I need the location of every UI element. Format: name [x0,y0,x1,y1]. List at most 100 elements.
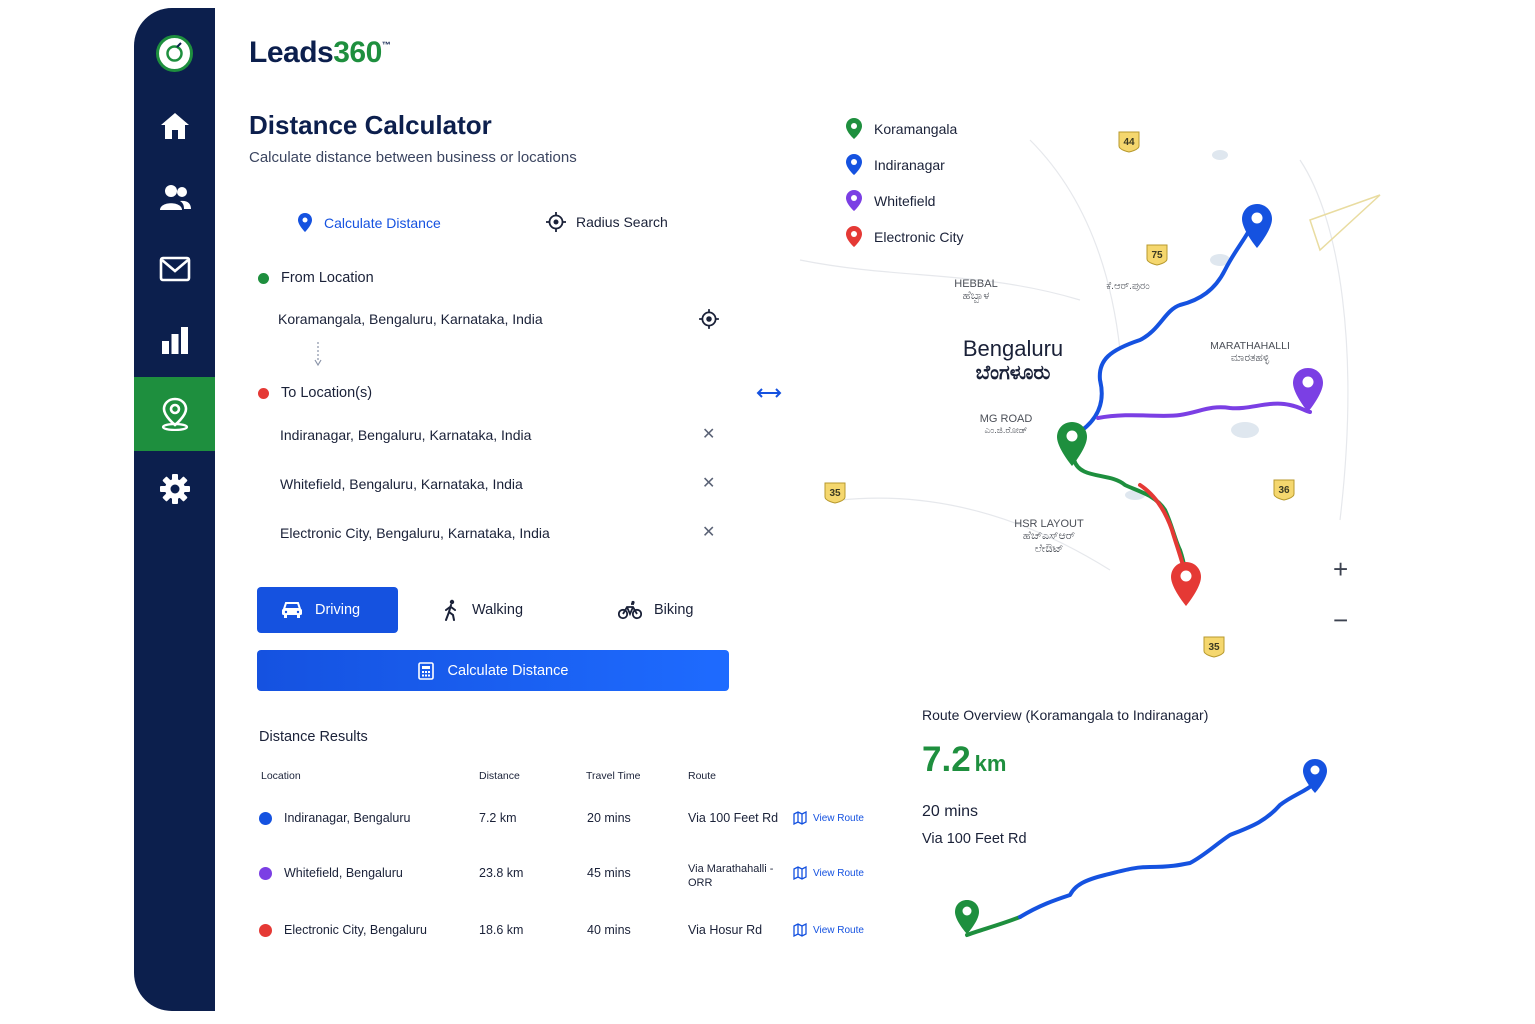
red-dot-icon [258,387,269,399]
home-icon [160,113,189,139]
tab-calculate-label: Calculate Distance [324,215,441,231]
hsr-kn2: ಲೇಔಟ್ [1034,543,1064,555]
remove-location-1-close-icon[interactable]: ✕ [702,426,716,443]
mode-biking-label: Biking [654,602,694,618]
row-route: Via 100 Feet Rd [688,811,779,825]
to-location-input-2[interactable]: Whitefield, Bengaluru, Karnataka, India [280,476,523,492]
shield-35s-label: 35 [1208,642,1220,653]
app-logo[interactable] [156,35,193,72]
route-overview-via: Via 100 Feet Rd [922,831,1027,847]
pin-koramangala-icon[interactable] [1057,422,1087,466]
mode-driving-button[interactable]: Driving [257,587,398,633]
bar-chart-icon [161,327,188,354]
city-kn: ಬೆಂಗಳೂರು [975,362,1051,384]
crosshair-icon [546,212,566,232]
to-location-input-3[interactable]: Electronic City, Bengaluru, Karnataka, I… [280,525,550,541]
yellow-road [1309,194,1381,252]
from-location-input[interactable]: Koramangala, Bengaluru, Karnataka, India [278,311,543,327]
map-label-mg-road: MG ROAD ಎಂ.ಜಿ.ರೋಡ್ [972,413,1040,436]
sidebar-item-home[interactable] [134,89,215,163]
brand-logo-text: Leads360™ [249,36,391,70]
legend-item-whitefield: Whitefield [846,190,935,212]
legend-label: Electronic City [874,229,964,245]
to-location-input-1[interactable]: Indiranagar, Bengaluru, Karnataka, India [280,427,532,443]
map-label-hsr-layout: HSR LAYOUT ಹೆಚ್‌ಎಸ್‌ಆರ್ ಲೇಔಟ್ [1003,518,1095,556]
highway-shield-75: 75 [1146,244,1168,266]
city-en: Bengaluru [962,336,1064,361]
legend-item-indiranagar: Indiranagar [846,154,945,176]
tab-radius-label: Radius Search [576,214,668,230]
remove-location-2-close-icon[interactable]: ✕ [702,475,716,492]
sidebar-item-mail[interactable] [134,232,215,306]
pin-electronic-city-icon[interactable] [1171,562,1201,606]
sidebar [134,8,215,1011]
sidebar-item-location[interactable] [134,377,215,451]
calculator-icon [417,661,434,680]
pin-indiranagar-icon[interactable] [1242,204,1272,248]
map-city-label: Bengaluru ಬೆಂಗಳೂರು [943,336,1083,385]
location-pin-icon [161,397,188,431]
bicycle-icon [618,600,642,620]
calculate-button-label: Calculate Distance [447,662,569,679]
locate-me-icon[interactable] [698,308,720,330]
shield-44-label: 44 [1123,137,1135,148]
col-header-location: Location [261,770,301,782]
remove-location-3-close-icon[interactable]: ✕ [702,524,716,541]
brand-tm: ™ [381,40,391,50]
row-route: Via Marathahalli - ORR [688,863,774,889]
blue-dot-icon [259,812,272,825]
col-header-distance: Distance [479,770,520,782]
from-location-label: From Location [258,270,374,286]
legend-label: Indiranagar [874,157,945,173]
route-overview-time: 20 mins [922,803,979,820]
view-route-link[interactable]: View Route [793,811,864,825]
green-dot-icon [258,272,269,284]
mode-walking-button[interactable]: Walking [442,587,523,633]
route-end-pin-icon [1303,759,1327,793]
legend-label: Whitefield [874,193,936,209]
legend-item-electronic-city: Electronic City [846,226,963,248]
pin-whitefield-icon[interactable] [1293,368,1323,412]
logo-icon [166,42,183,62]
brand-name-a: Leads [249,36,334,69]
brand-name-b: 360 [333,36,382,69]
route-distance-unit: km [974,751,1007,776]
view-route-link[interactable]: View Route [793,923,864,937]
map-canvas[interactable]: 44 75 35 36 35 [780,100,1390,670]
route-line-whitefield [1096,401,1312,420]
highway-shield-36: 36 [1273,479,1295,501]
view-route-label: View Route [813,812,864,824]
view-route-link[interactable]: View Route [793,866,864,880]
zoom-out-button[interactable]: − [1333,605,1349,635]
pin-green-icon [846,118,862,139]
row-time: 45 mins [587,866,631,880]
gear-icon [159,474,190,504]
map-icon [793,811,807,825]
sidebar-item-settings[interactable] [134,452,215,526]
row-location: Electronic City, Bengaluru [284,923,427,937]
route-distance-value: 7.2 [922,740,971,779]
calculate-distance-button[interactable]: Calculate Distance [257,650,729,691]
map-label-marathahalli: MARATHAHALLI ಮಾರತಹಳ್ಳಿ [1204,340,1296,365]
tab-radius-search[interactable]: Radius Search [546,212,668,232]
page-subtitle: Calculate distance between business or l… [249,149,577,166]
legend-label: Koramangala [874,121,958,137]
mode-biking-button[interactable]: Biking [618,587,694,633]
sidebar-item-analytics[interactable] [134,303,215,377]
row-location: Whitefield, Bengaluru [284,866,403,880]
marathahalli-en: MARATHAHALLI [1210,340,1290,352]
location-pin-icon [298,213,312,232]
to-label-text: To Location(s) [281,385,373,401]
swap-icon[interactable] [756,386,782,400]
sidebar-item-users[interactable] [134,161,215,235]
route-overview-map [955,759,1327,937]
pin-red-icon [846,226,862,247]
highway-shield-35-west: 35 [824,482,846,504]
to-location-label: To Location(s) [258,385,372,401]
zoom-in-button[interactable]: + [1333,554,1349,584]
map-label-kr-puram: ಕೆ.ಆರ್.ಪುರಂ [1106,281,1150,292]
tab-calculate-distance[interactable]: Calculate Distance [296,212,441,234]
mgroad-en: MG ROAD [979,413,1033,425]
row-time: 20 mins [587,811,631,825]
hebbal-en: HEBBAL [954,278,998,290]
